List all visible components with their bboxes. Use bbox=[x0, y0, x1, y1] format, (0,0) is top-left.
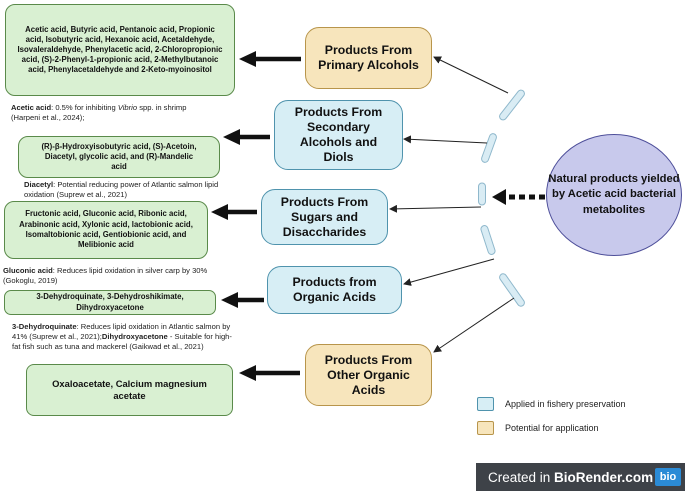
category-organic-acids: Products from Organic Acids bbox=[267, 266, 402, 314]
products-secondary-alcohols: (R)-β-Hydroxyisobutyric acid, (S)-Acetoi… bbox=[18, 136, 220, 178]
note-text: spp. in shrimp bbox=[137, 103, 187, 112]
product-list: Acetic acid, Butyric acid, Pentanoic aci… bbox=[17, 24, 223, 75]
category-label: Products from Organic Acids bbox=[292, 275, 377, 304]
arrow-to-sugars bbox=[389, 204, 482, 213]
product-arrows bbox=[211, 51, 301, 381]
legend-label-potential: Potential for application bbox=[505, 423, 599, 433]
note-text: - Suitable for high-fat fish such as tun… bbox=[12, 332, 232, 352]
note-term: Diacetyl bbox=[24, 180, 54, 189]
category-label: Products From Primary Alcohols bbox=[318, 43, 419, 72]
note-term: 3-Dehydroquinate bbox=[12, 322, 77, 331]
product-list: Fructonic acid, Gluconic acid, Ribonic a… bbox=[19, 209, 193, 250]
badge-brand: BioRender.com bbox=[554, 469, 654, 485]
note-term: Acetic acid bbox=[11, 103, 52, 112]
note-term: Gluconic acid bbox=[3, 266, 53, 275]
arc-segment bbox=[478, 182, 486, 206]
note-text: : Reduces lipid oxidation in Atlantic sa… bbox=[12, 322, 231, 342]
category-other-organic-acids: Products From Other Organic Acids bbox=[305, 344, 432, 406]
note-text: : Potential reducing power of Atlantic s… bbox=[24, 180, 219, 200]
product-list: Oxaloacetate, Calcium magnesium acetate bbox=[52, 377, 207, 401]
arc-segments bbox=[478, 89, 525, 307]
arrow-to-secondary bbox=[403, 135, 488, 144]
category-primary-alcohols: Products From Primary Alcohols bbox=[305, 27, 432, 89]
arc-segment bbox=[481, 133, 497, 163]
badge-text: Created in BioRender.com bbox=[488, 470, 653, 485]
biorender-badge[interactable]: Created in BioRender.com bio bbox=[476, 463, 685, 491]
product-list: 3-Dehydroquinate, 3-Dehydroshikimate, Di… bbox=[36, 292, 184, 312]
arrow-to-primary bbox=[433, 56, 509, 94]
note-italic: Vibrio bbox=[117, 103, 138, 112]
note-acetic-acid: Acetic acid: 0.5% for inhibiting Vibrio … bbox=[11, 103, 246, 123]
category-label: Products From Secondary Alcohols and Dio… bbox=[294, 105, 383, 164]
note-diacetyl: Diacetyl: Potential reducing power of At… bbox=[24, 180, 224, 200]
legend-swatch-potential bbox=[477, 421, 494, 435]
products-primary-alcohols: Acetic acid, Butyric acid, Pentanoic aci… bbox=[5, 4, 235, 96]
category-label: Products From Sugars and Disaccharides bbox=[280, 194, 369, 239]
note-term: Dihydroxyacetone bbox=[101, 332, 168, 342]
center-node: Natural products yielded by Acetic acid … bbox=[546, 134, 682, 256]
note-cite: (Harpeni et al., 2024); bbox=[11, 113, 85, 123]
center-label: Natural products yielded by Acetic acid … bbox=[548, 173, 680, 216]
arc-segment bbox=[480, 225, 496, 255]
product-list: (R)-β-Hydroxyisobutyric acid, (S)-Acetoi… bbox=[41, 141, 197, 172]
note-text: : Reduces lipid oxidation in silver carp… bbox=[3, 266, 208, 286]
arrow-to-organic bbox=[403, 258, 495, 286]
arc-segment bbox=[499, 89, 525, 121]
category-label: Products From Other Organic Acids bbox=[324, 352, 413, 397]
products-other-organic-acids: Oxaloacetate, Calcium magnesium acetate bbox=[26, 364, 233, 416]
arc-segment bbox=[499, 273, 525, 307]
category-secondary-alcohols: Products From Secondary Alcohols and Dio… bbox=[274, 100, 403, 170]
legend-swatch-applied bbox=[477, 397, 494, 411]
category-sugars: Products From Sugars and Disaccharides bbox=[261, 189, 388, 245]
category-arrows bbox=[389, 56, 515, 353]
arrow-to-other bbox=[433, 297, 515, 353]
biorender-logo-icon: bio bbox=[655, 468, 681, 486]
products-organic-acids: 3-Dehydroquinate, 3-Dehydroshikimate, Di… bbox=[4, 290, 216, 315]
legend-label-applied: Applied in fishery preservation bbox=[505, 399, 626, 409]
note-text: : 0.5% for inhibiting bbox=[51, 103, 118, 112]
badge-prefix: Created in bbox=[488, 469, 555, 485]
note-gluconic-acid: Gluconic acid: Reduces lipid oxidation i… bbox=[3, 266, 239, 286]
note-dehydroquinate: 3-Dehydroquinate: Reduces lipid oxidatio… bbox=[12, 322, 238, 352]
center-dotted-arrowhead bbox=[492, 189, 506, 205]
products-sugars: Fructonic acid, Gluconic acid, Ribonic a… bbox=[4, 201, 208, 259]
